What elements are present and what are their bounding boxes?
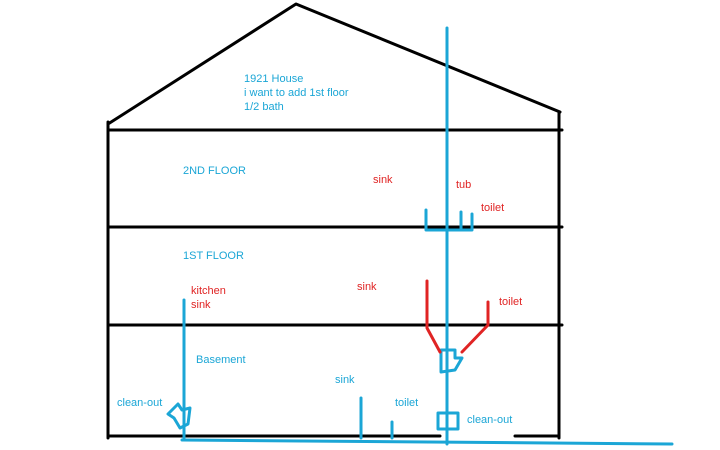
second-floor-toilet-label: toilet — [481, 202, 505, 214]
second-floor-tub-toilet-drain — [424, 208, 474, 232]
first-floor-sink-label: sink — [357, 281, 377, 293]
first-floor-toilet-label: toilet — [499, 296, 523, 308]
existing-plumbing — [166, 26, 674, 446]
kitchen-sink-label-line-1: kitchen — [191, 285, 226, 297]
house-structure — [106, 2, 564, 440]
roof-outline — [106, 2, 562, 126]
basement-toilet-label: toilet — [395, 397, 419, 409]
note-line-2: i want to add 1st floor — [244, 87, 349, 99]
basement-sink-label: sink — [335, 374, 355, 386]
cleanout-left-label: clean-out — [117, 397, 163, 409]
first-floor-label: 1ST FLOOR — [183, 250, 244, 262]
note-line-1: 1921 House — [244, 73, 304, 85]
cleanout-right-label: clean-out — [467, 414, 513, 426]
second-floor-sink-label: sink — [373, 174, 393, 186]
basement-label: Basement — [196, 354, 246, 366]
kitchen-sink-label-line-2: sink — [191, 299, 211, 311]
cleanout-left-fitting — [166, 402, 192, 430]
note-line-3: 1/2 bath — [244, 101, 284, 113]
second-floor-label: 2ND FLOOR — [183, 165, 246, 177]
main-drain-line — [180, 438, 674, 446]
planned-toilet-drain — [460, 300, 490, 354]
second-floor-tub-label: tub — [456, 179, 472, 191]
planned-sink-drain — [425, 279, 442, 354]
planned-plumbing — [425, 279, 490, 354]
stack-wye-fitting — [439, 348, 464, 374]
cleanout-right-box — [436, 411, 460, 431]
